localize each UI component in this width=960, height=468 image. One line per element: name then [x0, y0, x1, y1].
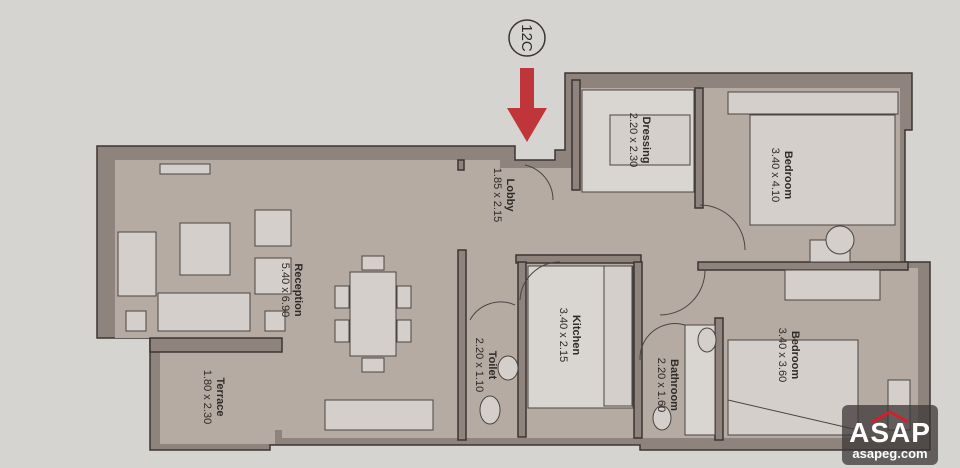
logo-website: asapeg.com — [852, 446, 928, 461]
room-label-lobby: Lobby 1.85 x 2.15 — [491, 168, 516, 222]
svg-text:Dressing: Dressing — [640, 116, 652, 163]
svg-text:Bedroom: Bedroom — [789, 331, 801, 380]
svg-text:Bathroom: Bathroom — [668, 359, 680, 411]
svg-text:3.40 x 4.10: 3.40 x 4.10 — [769, 148, 781, 202]
house-roof-icon — [871, 410, 909, 423]
svg-text:3.40 x 3.60: 3.40 x 3.60 — [776, 328, 788, 382]
svg-text:2.20 x 2.30: 2.20 x 2.30 — [627, 113, 639, 167]
svg-text:Lobby: Lobby — [504, 179, 516, 213]
unit-marker: 12C — [508, 19, 546, 57]
room-label-bathroom: Bathroom 2.20 x 1.60 — [655, 358, 680, 412]
asap-logo: ASAP asapeg.com — [842, 405, 938, 465]
svg-text:5.40 x 6.90: 5.40 x 6.90 — [279, 263, 291, 317]
svg-text:12C: 12C — [518, 24, 535, 52]
svg-text:Bedroom: Bedroom — [782, 151, 794, 200]
room-label-reception: Reception 5.40 x 6.90 — [279, 263, 304, 317]
entrance-arrow-icon — [507, 68, 547, 142]
room-label-terrace: Terrace 1.80 x 2.30 — [201, 370, 226, 424]
logo-brand: ASAP — [849, 417, 931, 448]
svg-text:2.20 x 1.10: 2.20 x 1.10 — [473, 338, 485, 392]
svg-text:Kitchen: Kitchen — [570, 315, 582, 356]
interior-walls — [149, 79, 909, 441]
room-label-toilet: Toilet 2.20 x 1.10 — [473, 338, 498, 392]
terrace-floor — [160, 352, 275, 444]
room-label-bedroom-1: Bedroom 3.40 x 4.10 — [769, 148, 794, 202]
svg-text:Toilet: Toilet — [486, 351, 498, 380]
svg-text:Reception: Reception — [292, 263, 304, 316]
room-label-bedroom-2: Bedroom 3.40 x 3.60 — [776, 328, 801, 382]
room-label-kitchen: Kitchen 3.40 x 2.15 — [557, 308, 582, 362]
svg-text:2.20 x 1.60: 2.20 x 1.60 — [655, 358, 667, 412]
table — [179, 222, 231, 276]
svg-text:1.85 x 2.15: 1.85 x 2.15 — [491, 168, 503, 222]
dining-table — [349, 271, 397, 357]
svg-text:Terrace: Terrace — [214, 378, 226, 417]
svg-text:3.40 x 2.15: 3.40 x 2.15 — [557, 308, 569, 362]
room-label-dressing: Dressing 2.20 x 2.30 — [627, 113, 652, 167]
svg-text:1.80 x 2.30: 1.80 x 2.30 — [201, 370, 213, 424]
